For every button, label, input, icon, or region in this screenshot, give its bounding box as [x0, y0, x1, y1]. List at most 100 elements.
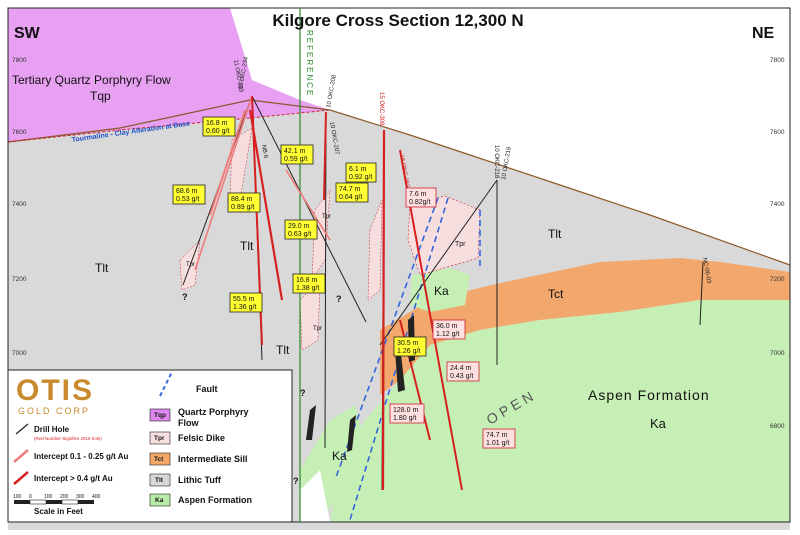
hole-label-nb6: NB-6: [260, 144, 268, 159]
label-tqp-line2: Tqp: [90, 89, 111, 103]
unit-ka-area: [330, 300, 790, 522]
intercept-8-length: 29.0 m: [288, 223, 310, 230]
hole-labels: 11 OKC-283 10 OKC-234 NB-6 10 OKC-208 10…: [232, 56, 712, 285]
question-mark-2: ?: [336, 294, 342, 304]
legend-unit-ka-name: Aspen Formation: [178, 495, 252, 505]
scale-tick-4: 200: [60, 494, 69, 500]
label-ka-low: Ka: [332, 449, 347, 463]
hole-label-16okc352: 16 OKC-352: [398, 154, 410, 189]
label-aspen: Aspen Formation: [588, 387, 710, 403]
label-tct: Tct: [548, 287, 564, 301]
label-tqp-line1: Tertiary Quartz Porphyry Flow: [12, 73, 171, 87]
elev-right-7400: 7400: [770, 201, 785, 208]
elev-right-7600: 7600: [770, 129, 785, 136]
intercept-box-12: 30.5 m1.26 g/t: [393, 336, 427, 357]
dike-pod-4: [306, 405, 316, 440]
unit-tpr-zone: [407, 195, 481, 276]
label-tpr-3: Tpr: [313, 326, 322, 332]
legend-drill-hole: Drill Hole: [34, 425, 70, 434]
unit-open-white: [300, 470, 330, 522]
hole-label-ncx06: NC-06-03: [701, 257, 712, 284]
intercept-1-length: 16.8 m: [206, 120, 228, 127]
intercept-box-6: 6.1 m0.92 g/t: [345, 162, 377, 183]
logo-main: OTIS: [16, 374, 94, 407]
hole-label-10okc219: 10 OKC-219: [501, 146, 513, 181]
legend-unit-tqp: Tqp Quartz Porphyry Flow: [149, 407, 249, 428]
corner-label-sw: SW: [14, 25, 41, 42]
scale-tick-1: 100: [13, 494, 22, 500]
intercept-box-15: 74.7 m1.01 g/t: [482, 428, 516, 449]
legend-unit-tqp-name: Quartz Porphyry: [178, 407, 249, 417]
elev-left-7800: 7800: [12, 57, 27, 64]
label-tpr-2: Tpr: [322, 214, 331, 220]
legend-unit-ka-code: Ka: [155, 497, 164, 504]
unit-tqp-area: [8, 8, 330, 142]
label-tlt-lower: Tlt: [276, 343, 290, 357]
elev-right-7800: 7800: [770, 57, 785, 64]
question-mark-1: ?: [182, 292, 188, 302]
intercept-15-grade: 1.01 g/t: [486, 440, 509, 447]
label-ka-big: Ka: [650, 416, 667, 431]
intercept-5-grade: 0.64 g/t: [339, 194, 362, 201]
hole-label-10okc208: 10 OKC-208: [326, 74, 338, 109]
scale-bar: 100 0 100 200 300 400 Scale in Feet: [13, 494, 101, 516]
legend-unit-tct: Tct Intermediate Sill: [149, 452, 248, 466]
topography-line: [7, 99, 791, 266]
intercept-4-grade: 0.89 g/t: [231, 204, 254, 211]
legend-unit-tlt-code: Tlt: [155, 477, 164, 484]
elevation-axis-left: 7800 7600 7400 7200 7000: [12, 57, 27, 357]
intercept-15-length: 74.7 m: [486, 432, 508, 439]
scale-tick-2: 0: [29, 494, 32, 500]
label-tlt-right: Tlt: [548, 227, 562, 241]
drill-hole-trace-4: [324, 111, 327, 449]
legend-unit-tqp-code: Tqp: [154, 412, 166, 419]
hole-label-10okc207: 10 OKC-207: [328, 121, 340, 156]
elev-right-6800: 6800: [770, 423, 785, 430]
question-marks: ? ? ? ?: [182, 292, 342, 486]
intercept-2-grade: 0.59 g/t: [284, 156, 307, 163]
intercept-box-14: 128.0 m1.80 g/t: [389, 403, 425, 424]
elevation-axis-right: 7800 7600 7400 7200 7000 6800: [770, 57, 785, 430]
reference-label: REFERENCE: [305, 30, 314, 97]
intercept-3-grade: 0.53 g/t: [176, 196, 199, 203]
intercept-trace-9: [285, 169, 331, 241]
intercept-boxes: 16.8 m0.60 g/t 42.1 m0.59 g/t 68.6 m0.53…: [172, 116, 516, 449]
question-mark-3: ?: [300, 388, 306, 398]
legend-unit-tlt-name: Lithic Tuff: [178, 475, 222, 485]
hole-label-10okc218: 10 OKC-218: [493, 145, 499, 179]
dike-pod-3: [347, 415, 356, 452]
legend-intercept-low: Intercept 0.1 - 0.25 g/t Au: [34, 452, 129, 461]
intercept-3-length: 68.6 m: [176, 188, 198, 195]
drill-hole-trace-7: [379, 179, 498, 346]
unit-tct-area: [380, 258, 790, 395]
intercept-box-5: 74.7 m0.64 g/t: [335, 182, 369, 203]
intercept-11-grade: 1.12 g/t: [436, 331, 459, 338]
intercept-13-grade: 0.43 g/t: [450, 373, 473, 380]
label-tpr-1: Tpr: [186, 262, 195, 268]
legend-unit-tlt: Tlt Lithic Tuff: [149, 473, 222, 487]
legend-intercept-high: Intercept > 0.4 g/t Au: [34, 474, 113, 483]
elev-left-7600: 7600: [12, 129, 27, 136]
intercept-9-grade: 1.38 g/t: [296, 285, 319, 292]
scale-tick-5: 300: [76, 494, 85, 500]
label-tlt-left: Tlt: [95, 261, 109, 275]
intercept-8-grade: 0.63 g/t: [288, 231, 311, 238]
intercept-trace-2: [248, 109, 284, 301]
intercept-box-1: 16.8 m0.60 g/t: [202, 116, 236, 137]
intercept-14-grade: 1.80 g/t: [393, 415, 416, 422]
intercept-box-13: 24.4 m0.43 g/t: [446, 361, 480, 382]
hole-label-15okc308: 15 OKC-308: [378, 92, 384, 126]
elev-right-7200: 7200: [770, 276, 785, 283]
tpr-dike-5: [367, 199, 383, 301]
alteration-line: [7, 109, 331, 143]
legend-panel: OTIS GOLD CORP Drill Hole (Red Number Si…: [7, 369, 293, 523]
elev-left-7400: 7400: [12, 201, 27, 208]
legend-fault-symbol: [159, 371, 173, 397]
elev-left-7200: 7200: [12, 276, 27, 283]
logo-sub: GOLD CORP: [18, 406, 90, 416]
frame-border: [7, 7, 791, 523]
intercept-trace-5: [323, 111, 327, 201]
intercept-box-4: 88.4 m0.89 g/t: [227, 192, 261, 213]
